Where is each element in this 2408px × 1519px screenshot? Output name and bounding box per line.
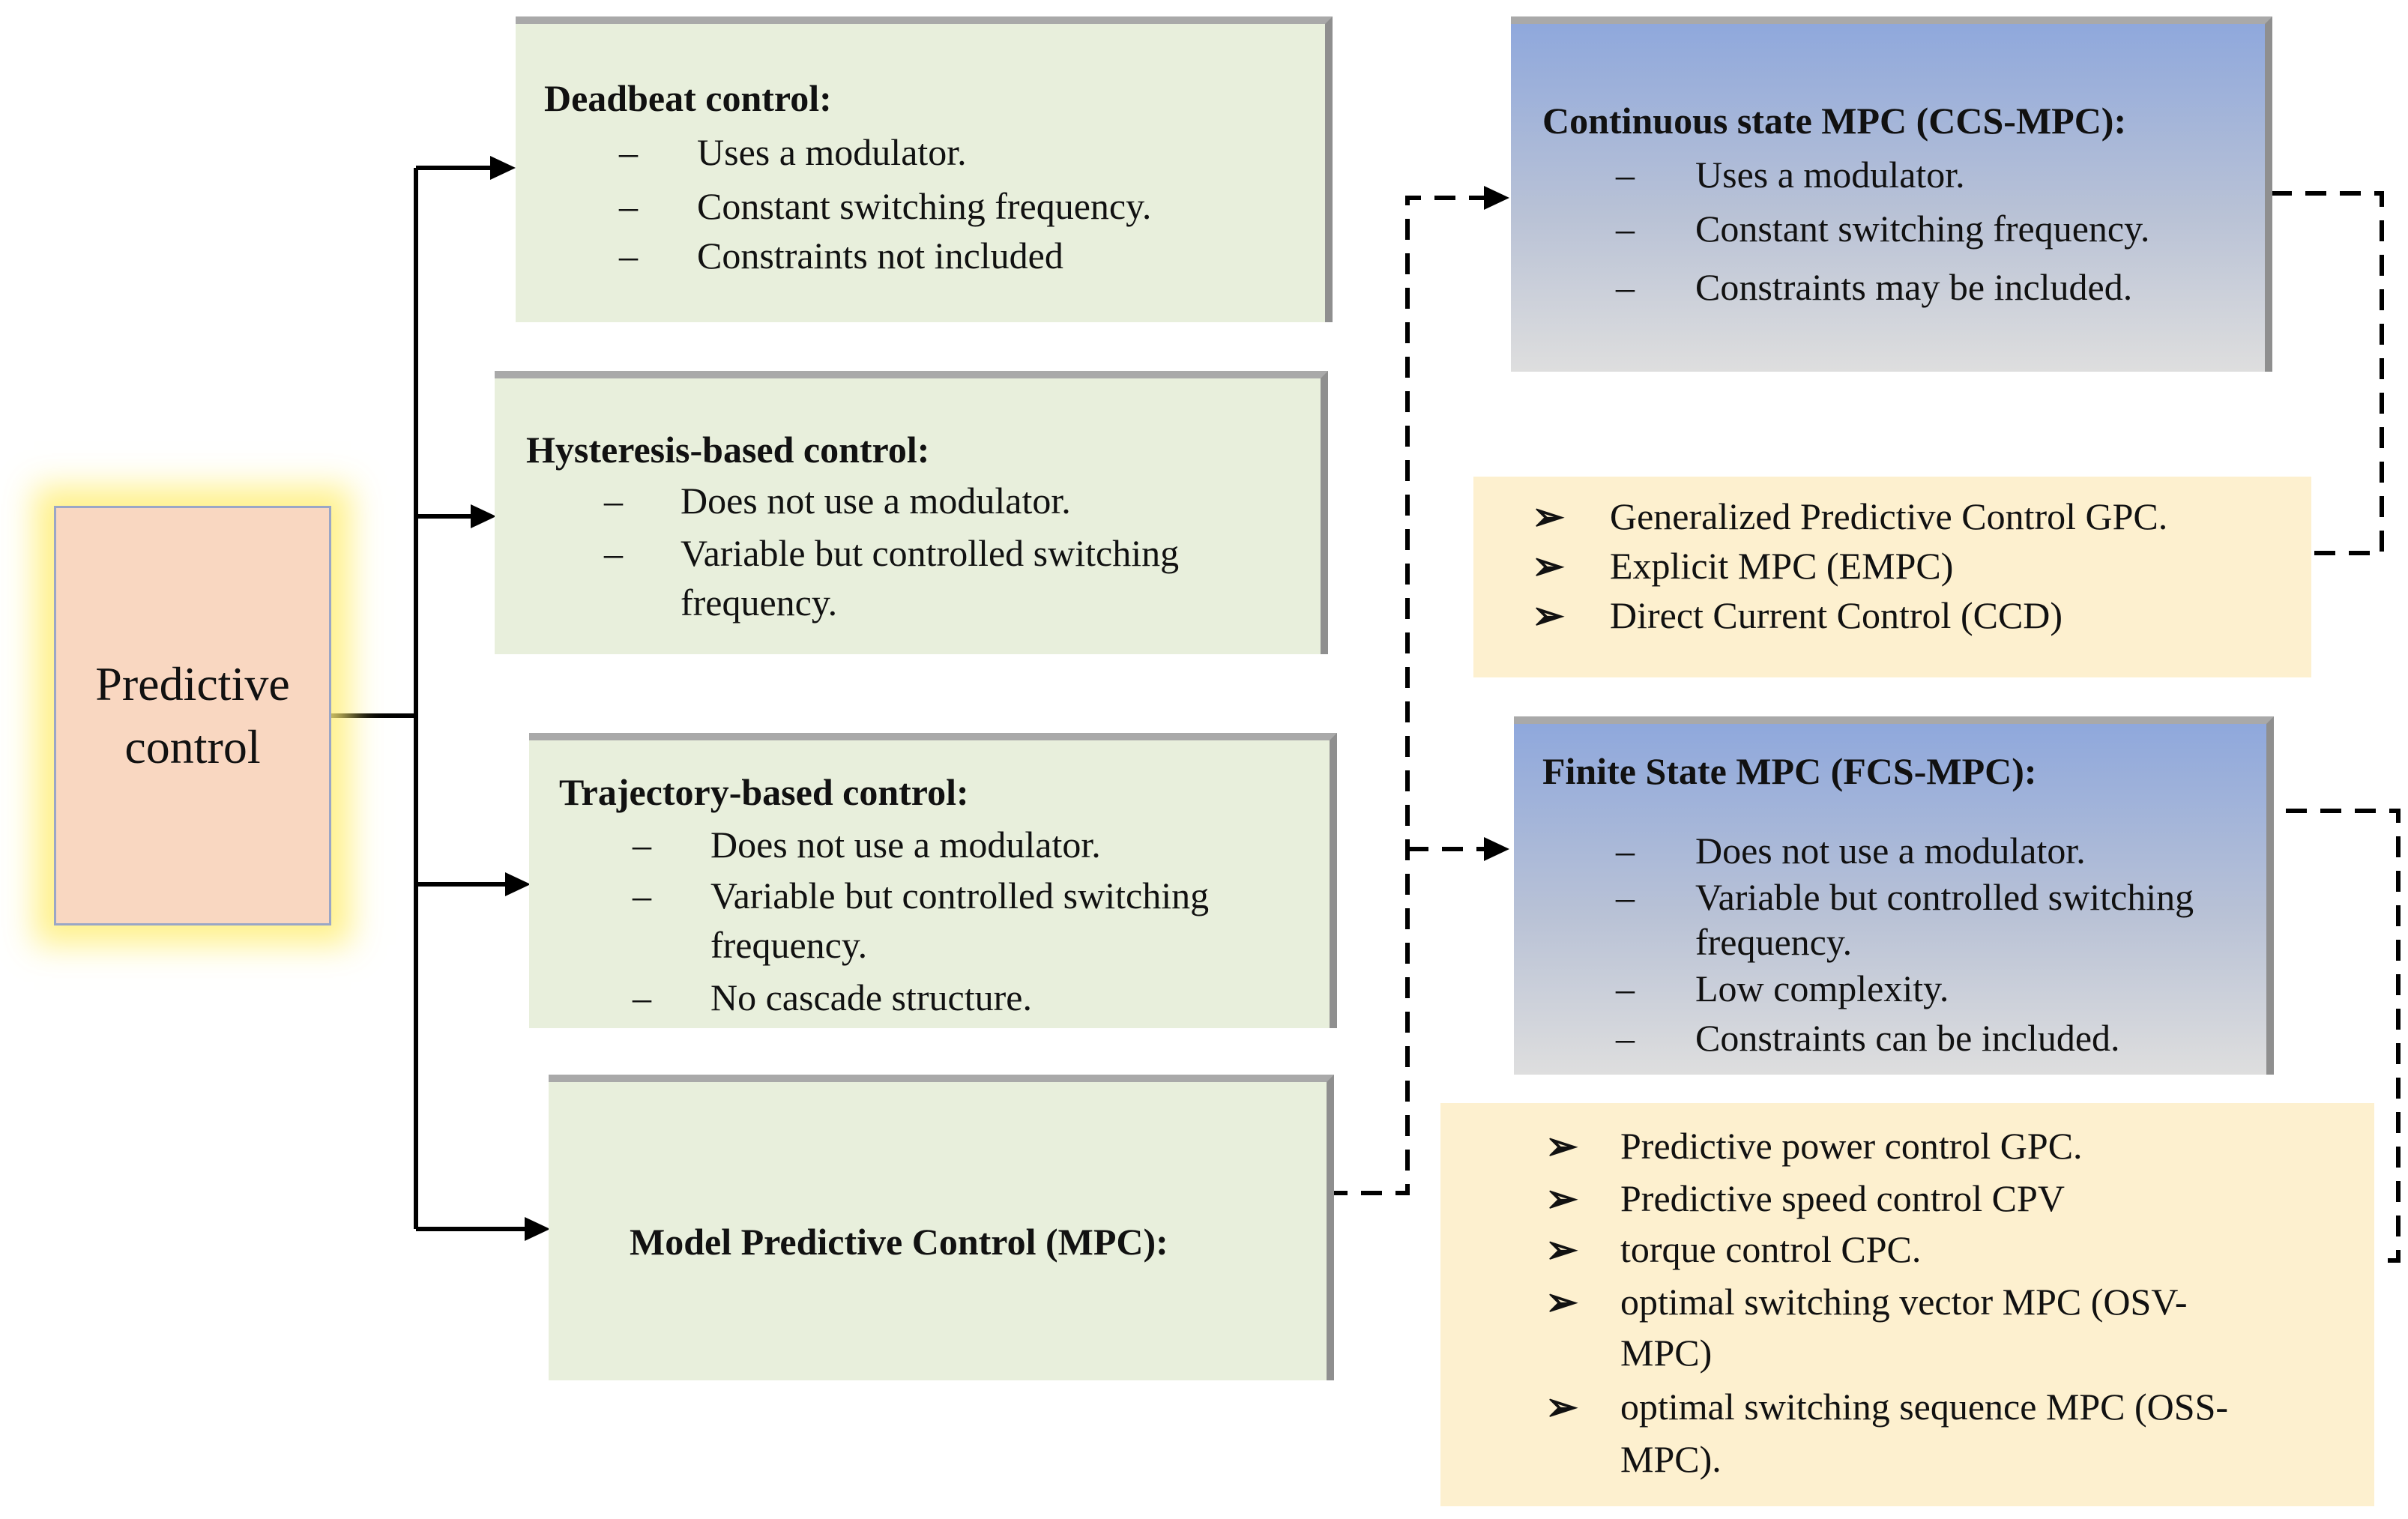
arrowhead-deadbeat [490, 156, 516, 180]
dash-icon: – [1616, 1017, 1635, 1059]
dash-icon: – [1616, 876, 1635, 918]
dash-icon: – [1616, 967, 1635, 1009]
hysteresis-item: Does not use a modulator. [681, 480, 1071, 522]
dash-icon: – [633, 875, 651, 916]
dash-icon: – [1616, 830, 1635, 872]
deadbeat-item: Constant switching frequency. [697, 185, 1152, 227]
dash-icon: – [619, 131, 638, 173]
root-label-line2: control [124, 720, 261, 773]
ccs-to-examples-dashed [2271, 191, 2384, 555]
fcs-example-item: torque control CPC. [1620, 1228, 1922, 1270]
arrowhead-trajectory [505, 872, 531, 896]
hysteresis-item: frequency. [681, 582, 838, 623]
mpc-title: Model Predictive Control (MPC): [630, 1221, 1168, 1263]
deadbeat-item: Constraints not included [697, 235, 1063, 277]
deadbeat-title: Deadbeat control: [544, 77, 832, 119]
arrowhead-ccs [1484, 186, 1509, 210]
ccs-item: Constant switching frequency. [1695, 208, 2150, 250]
ccs-title: Continuous state MPC (CCS-MPC): [1542, 100, 2127, 142]
arrowhead-hysteresis [471, 504, 496, 528]
trajectory-item: frequency. [710, 924, 868, 966]
trajectory-item: Does not use a modulator. [710, 824, 1101, 866]
mpc-to-ccs-dashed [1327, 196, 1495, 1195]
arrow-bullet-icon: ➢ [1545, 1386, 1578, 1429]
mpc-box: Model Predictive Control (MPC): [549, 1075, 1334, 1380]
deadbeat-item: Uses a modulator. [697, 131, 967, 173]
fcs-example-item: optimal switching vector MPC (OSV- [1620, 1281, 2188, 1323]
dash-icon: – [604, 480, 623, 522]
solid-connectors [330, 166, 541, 1231]
root-label: Predictive control [95, 653, 289, 779]
arrow-bullet-icon: ➢ [1545, 1229, 1578, 1272]
fcs-item: Does not use a modulator. [1695, 830, 2086, 872]
fcs-item: Low complexity. [1695, 967, 1949, 1009]
hysteresis-item: Variable but controlled switching [681, 532, 1180, 574]
hysteresis-title: Hysteresis-based control: [526, 429, 930, 471]
fcs-example-item: Predictive power control GPC. [1620, 1125, 2083, 1167]
dash-icon: – [1616, 208, 1635, 250]
arrowhead-fcs [1484, 837, 1509, 861]
trajectory-title: Trajectory-based control: [559, 771, 969, 813]
dash-icon: – [619, 235, 638, 277]
arrowhead-mpc [525, 1217, 550, 1241]
predictive-control-node: Predictive control [54, 506, 331, 925]
dash-icon: – [619, 185, 638, 227]
fcs-example-item: Predictive speed control CPV [1620, 1177, 2065, 1219]
dash-icon: – [604, 532, 623, 574]
ccs-example-item: Direct Current Control (CCD) [1610, 594, 2063, 636]
ccs-item: Uses a modulator. [1695, 154, 1965, 196]
trajectory-control-box: Trajectory-based control: – Does not use… [529, 733, 1337, 1028]
ccs-examples-box: ➢ Generalized Predictive Control GPC. ➢ … [1473, 477, 2311, 677]
fcs-item: frequency. [1695, 921, 1853, 963]
fcs-example-item: MPC) [1620, 1332, 1713, 1374]
arrow-bullet-icon: ➢ [1532, 595, 1565, 638]
arrow-bullet-icon: ➢ [1532, 496, 1565, 539]
root-label-line1: Predictive [95, 657, 290, 710]
ccs-example-item: Explicit MPC (EMPC) [1610, 545, 1954, 587]
trajectory-item: Variable but controlled switching [710, 875, 1210, 916]
fcs-examples-box: ➢ Predictive power control GPC. ➢ Predic… [1440, 1103, 2374, 1506]
arrow-bullet-icon: ➢ [1532, 546, 1565, 588]
arrow-bullet-icon: ➢ [1545, 1178, 1578, 1221]
arrow-bullet-icon: ➢ [1545, 1281, 1578, 1324]
dash-icon: – [633, 976, 651, 1018]
dash-icon: – [1616, 266, 1635, 308]
fcs-mpc-box: Finite State MPC (FCS-MPC): – Does not u… [1514, 716, 2274, 1075]
ccs-item: Constraints may be included. [1695, 266, 2133, 308]
fcs-item: Constraints can be included. [1695, 1017, 2120, 1059]
fcs-item: Variable but controlled switching [1695, 876, 2194, 918]
solid-arrowheads [471, 156, 550, 1241]
dash-icon: – [633, 824, 651, 866]
ccs-mpc-box: Continuous state MPC (CCS-MPC): – Uses a… [1511, 16, 2272, 372]
arrow-bullet-icon: ➢ [1545, 1126, 1578, 1168]
fcs-example-item: MPC). [1620, 1438, 1721, 1480]
trajectory-item: No cascade structure. [710, 976, 1032, 1018]
deadbeat-control-box: Deadbeat control: – Uses a modulator. – … [516, 16, 1333, 322]
dash-icon: – [1616, 154, 1635, 196]
fcs-title: Finite State MPC (FCS-MPC): [1542, 750, 2037, 792]
ccs-example-item: Generalized Predictive Control GPC. [1610, 495, 2168, 537]
fcs-example-item: optimal switching sequence MPC (OSS- [1620, 1386, 2229, 1428]
hysteresis-control-box: Hysteresis-based control: – Does not use… [495, 371, 1328, 654]
